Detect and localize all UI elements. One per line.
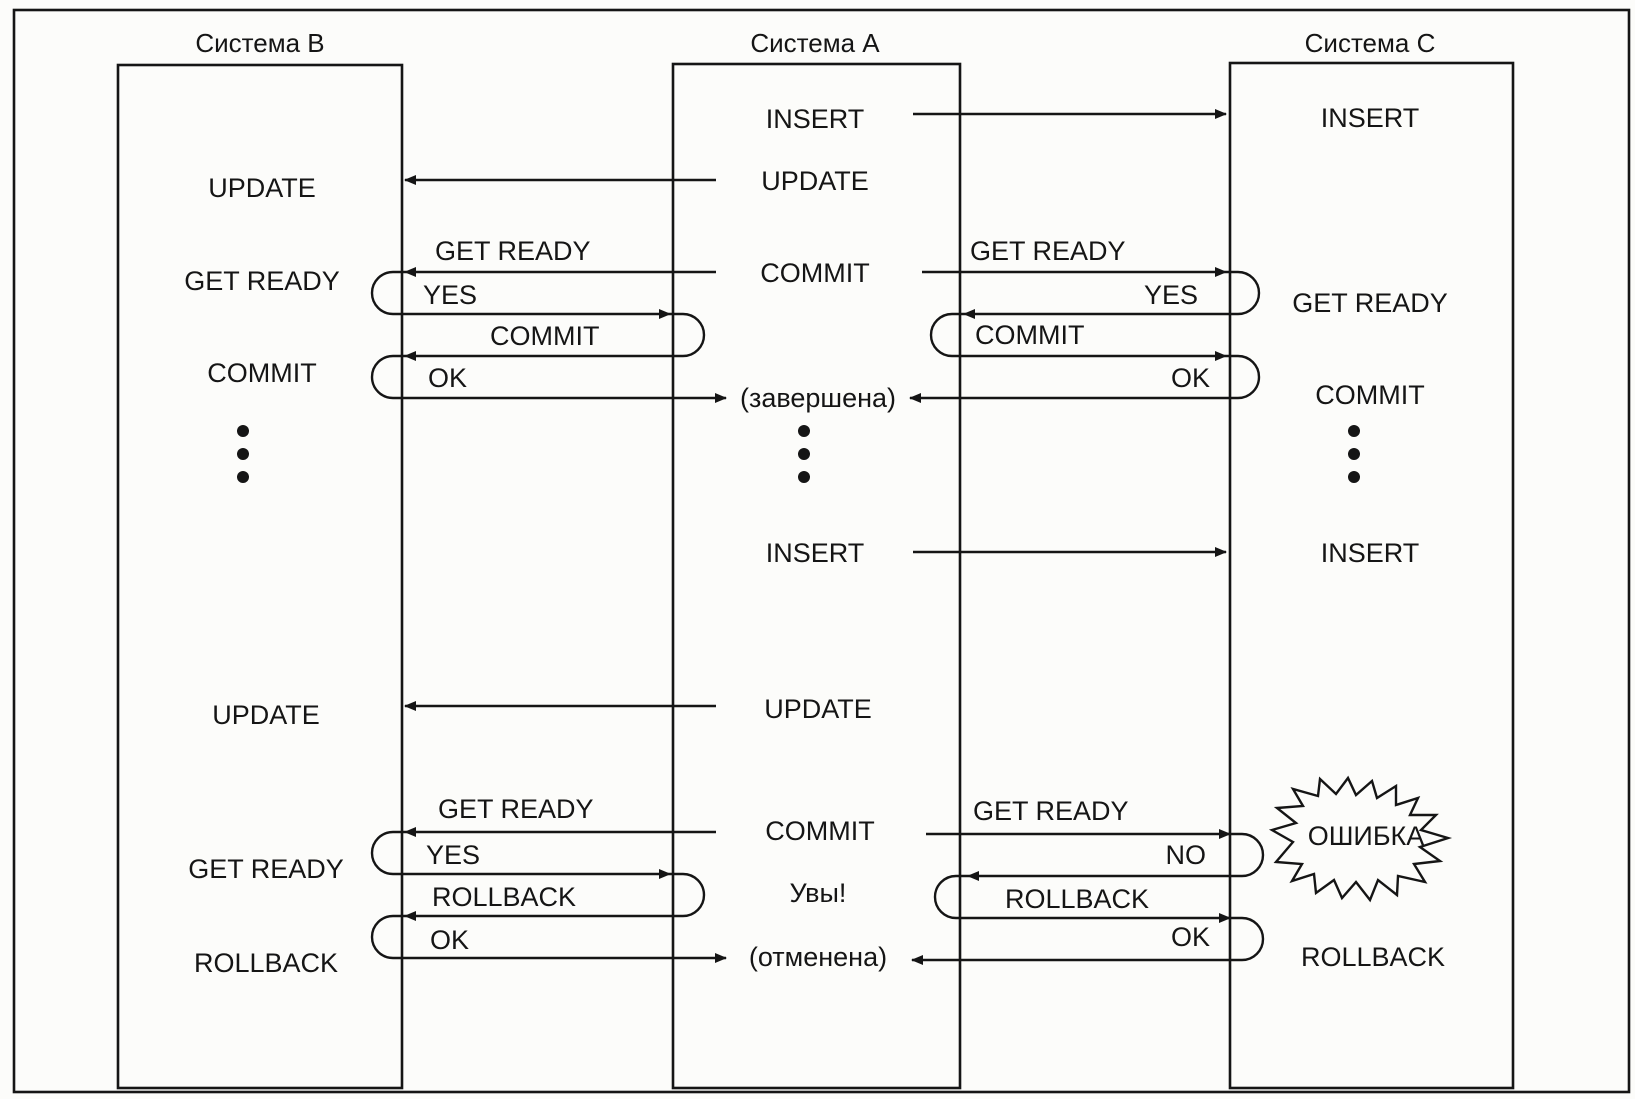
- error-burst: [1268, 775, 1453, 903]
- outer-frame: [12, 8, 1631, 1094]
- arrow-ok-b-to-a-2: [370, 914, 727, 963]
- a-insert-1: INSERT: [766, 104, 865, 134]
- a-status-completed: (завершена): [740, 383, 896, 413]
- arrow-rollback-a-to-c-2: [933, 874, 1231, 923]
- arrow-ok-c-to-a-2: [911, 916, 1265, 965]
- a-update-2: UPDATE: [764, 694, 872, 724]
- msg-rollback-b-2: ROLLBACK: [432, 882, 576, 912]
- a-commit-1: COMMIT: [760, 258, 869, 288]
- system-a-title: Система А: [750, 28, 880, 58]
- msg-yes-b-2: YES: [426, 840, 480, 870]
- system-b-title: Система В: [195, 28, 324, 58]
- msg-ok-c-2: OK: [1171, 922, 1210, 952]
- b-get-ready-2: GET READY: [188, 854, 344, 884]
- arrow-yes-b-to-a-2: [370, 830, 671, 879]
- c-commit-1: COMMIT: [1315, 380, 1424, 410]
- a-update-1: UPDATE: [761, 166, 869, 196]
- msg-rollback-c-2: ROLLBACK: [1005, 884, 1149, 914]
- msg-get-ready-c-1: GET READY: [970, 236, 1126, 266]
- arrow-no-c-to-a-2: [967, 832, 1265, 881]
- arrow-yes-c-to-a-1: [963, 270, 1261, 319]
- msg-ok-b-2: OK: [430, 925, 469, 955]
- a-alas: Увы!: [790, 878, 847, 908]
- c-insert-2: INSERT: [1321, 538, 1420, 568]
- msg-yes-c-1: YES: [1144, 280, 1198, 310]
- msg-commit-b-1: COMMIT: [490, 321, 599, 351]
- b-commit-1: COMMIT: [207, 358, 316, 388]
- c-insert-1: INSERT: [1321, 103, 1420, 133]
- msg-no-c-2: NO: [1166, 840, 1207, 870]
- a-status-cancelled: (отменена): [749, 942, 887, 972]
- system-c-column: [1228, 61, 1515, 1090]
- msg-get-ready-b-1: GET READY: [435, 236, 591, 266]
- b-update-1: UPDATE: [208, 173, 316, 203]
- arrow-commit-a-to-b-1: [404, 312, 706, 361]
- b-get-ready-1: GET READY: [184, 266, 340, 296]
- ellipsis-c: [1348, 425, 1360, 483]
- b-update-2: UPDATE: [212, 700, 320, 730]
- b-rollback-2: ROLLBACK: [194, 948, 338, 978]
- a-insert-2: INSERT: [766, 538, 865, 568]
- msg-get-ready-b-2: GET READY: [438, 794, 594, 824]
- msg-yes-b-1: YES: [423, 280, 477, 310]
- msg-ok-b-1: OK: [428, 363, 467, 393]
- msg-ok-c-1: OK: [1171, 363, 1210, 393]
- arrow-ok-b-to-a-1: [370, 354, 727, 403]
- a-commit-2: COMMIT: [765, 816, 874, 846]
- system-c-title: Система С: [1305, 28, 1436, 58]
- arrow-ok-c-to-a-1: [909, 354, 1261, 403]
- system-a-column: [671, 62, 962, 1090]
- system-b-column: [116, 63, 404, 1090]
- c-get-ready-1: GET READY: [1292, 288, 1448, 318]
- msg-commit-c-1: COMMIT: [975, 320, 1084, 350]
- ellipsis-a: [798, 425, 810, 483]
- arrow-rollback-a-to-b-2: [404, 872, 706, 921]
- c-error: ОШИБКА: [1308, 821, 1425, 851]
- arrow-yes-b-to-a-1: [370, 270, 671, 319]
- arrow-commit-a-to-c-1: [929, 312, 1227, 361]
- c-rollback-2: ROLLBACK: [1301, 942, 1445, 972]
- msg-get-ready-c-2: GET READY: [973, 796, 1129, 826]
- ellipsis-b: [237, 425, 249, 483]
